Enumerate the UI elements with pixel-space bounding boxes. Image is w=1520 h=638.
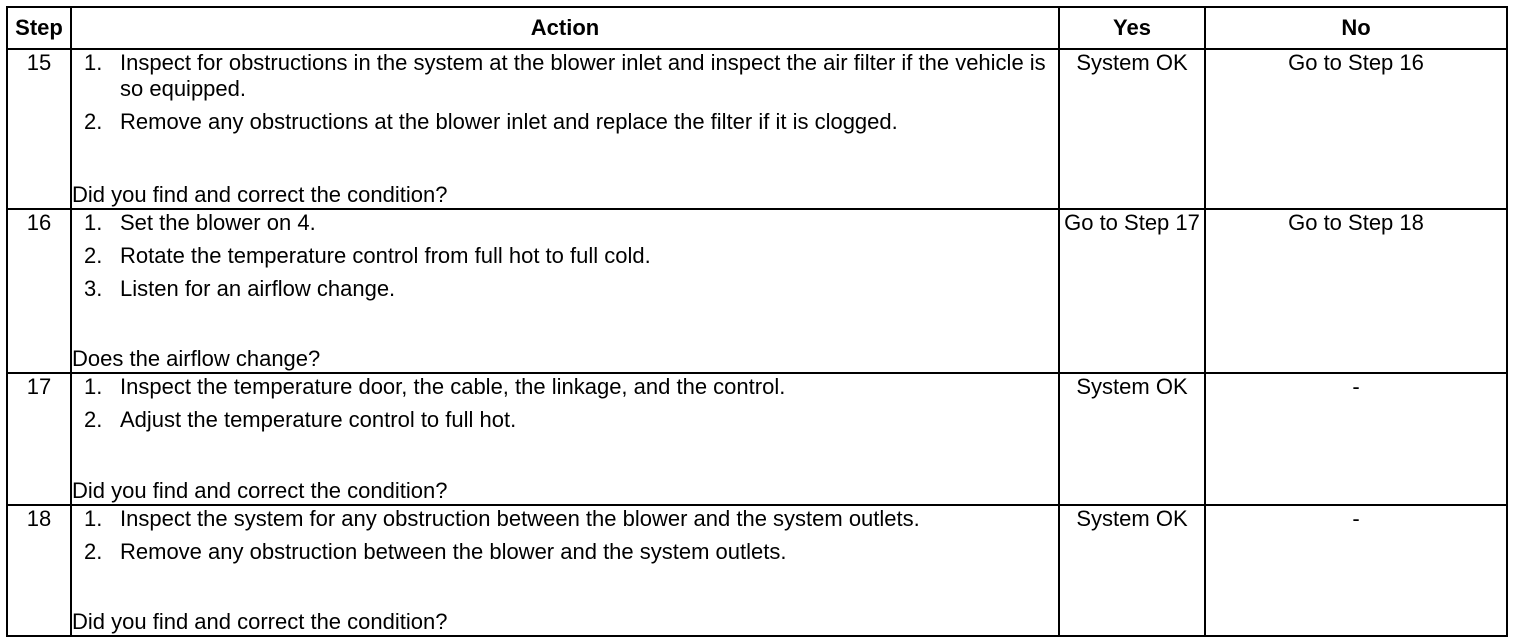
- diagnostic-table: Step Action Yes No 15 Inspect for obstru…: [6, 6, 1508, 637]
- action-cell: Inspect for obstructions in the system a…: [70, 48, 1060, 210]
- step-number: 17: [6, 372, 72, 506]
- no-result: -: [1204, 372, 1508, 506]
- list-item: Remove any obstructions at the blower in…: [84, 109, 898, 135]
- step-number: 16: [6, 208, 72, 374]
- list-item: Listen for an airflow change.: [84, 276, 396, 302]
- action-list: Inspect for obstructions in the system a…: [72, 50, 1058, 142]
- action-cell: Set the blower on 4. Rotate the temperat…: [70, 208, 1060, 374]
- yes-result: System OK: [1058, 504, 1206, 637]
- header-no: No: [1204, 6, 1508, 50]
- list-item: Inspect for obstructions in the system a…: [84, 50, 1046, 101]
- header-row: Step Action Yes No: [6, 6, 1508, 50]
- list-item: Set the blower on 4.: [84, 210, 316, 236]
- no-result: Go to Step 18: [1204, 208, 1508, 374]
- yes-result: System OK: [1058, 48, 1206, 210]
- action-question: Did you find and correct the condition?: [72, 182, 448, 207]
- list-item: Adjust the temperature control to full h…: [84, 407, 517, 433]
- action-question: Did you find and correct the condition?: [72, 609, 448, 634]
- table-row: 15 Inspect for obstructions in the syste…: [6, 48, 1508, 210]
- action-cell: Inspect the temperature door, the cable,…: [70, 372, 1060, 506]
- yes-result: System OK: [1058, 372, 1206, 506]
- table-row: 16 Set the blower on 4. Rotate the tempe…: [6, 208, 1508, 374]
- table-row: 18 Inspect the system for any obstructio…: [6, 504, 1508, 637]
- no-result: Go to Step 16: [1204, 48, 1508, 210]
- table-row: 17 Inspect the temperature door, the cab…: [6, 372, 1508, 506]
- action-question: Does the airflow change?: [72, 346, 321, 371]
- header-yes: Yes: [1058, 6, 1206, 50]
- list-item: Remove any obstruction between the blowe…: [84, 539, 787, 565]
- header-action: Action: [70, 6, 1060, 50]
- list-item: Rotate the temperature control from full…: [84, 243, 651, 269]
- action-cell: Inspect the system for any obstruction b…: [70, 504, 1060, 637]
- step-number: 15: [6, 48, 72, 210]
- action-question: Did you find and correct the condition?: [72, 478, 448, 503]
- list-item: Inspect the system for any obstruction b…: [84, 506, 920, 532]
- action-list: Inspect the temperature door, the cable,…: [72, 374, 1058, 440]
- action-list: Inspect the system for any obstruction b…: [72, 506, 1058, 572]
- header-step: Step: [6, 6, 72, 50]
- action-list: Set the blower on 4. Rotate the temperat…: [72, 210, 1058, 309]
- list-item: Inspect the temperature door, the cable,…: [84, 374, 786, 400]
- no-result: -: [1204, 504, 1508, 637]
- yes-result: Go to Step 17: [1058, 208, 1206, 374]
- step-number: 18: [6, 504, 72, 637]
